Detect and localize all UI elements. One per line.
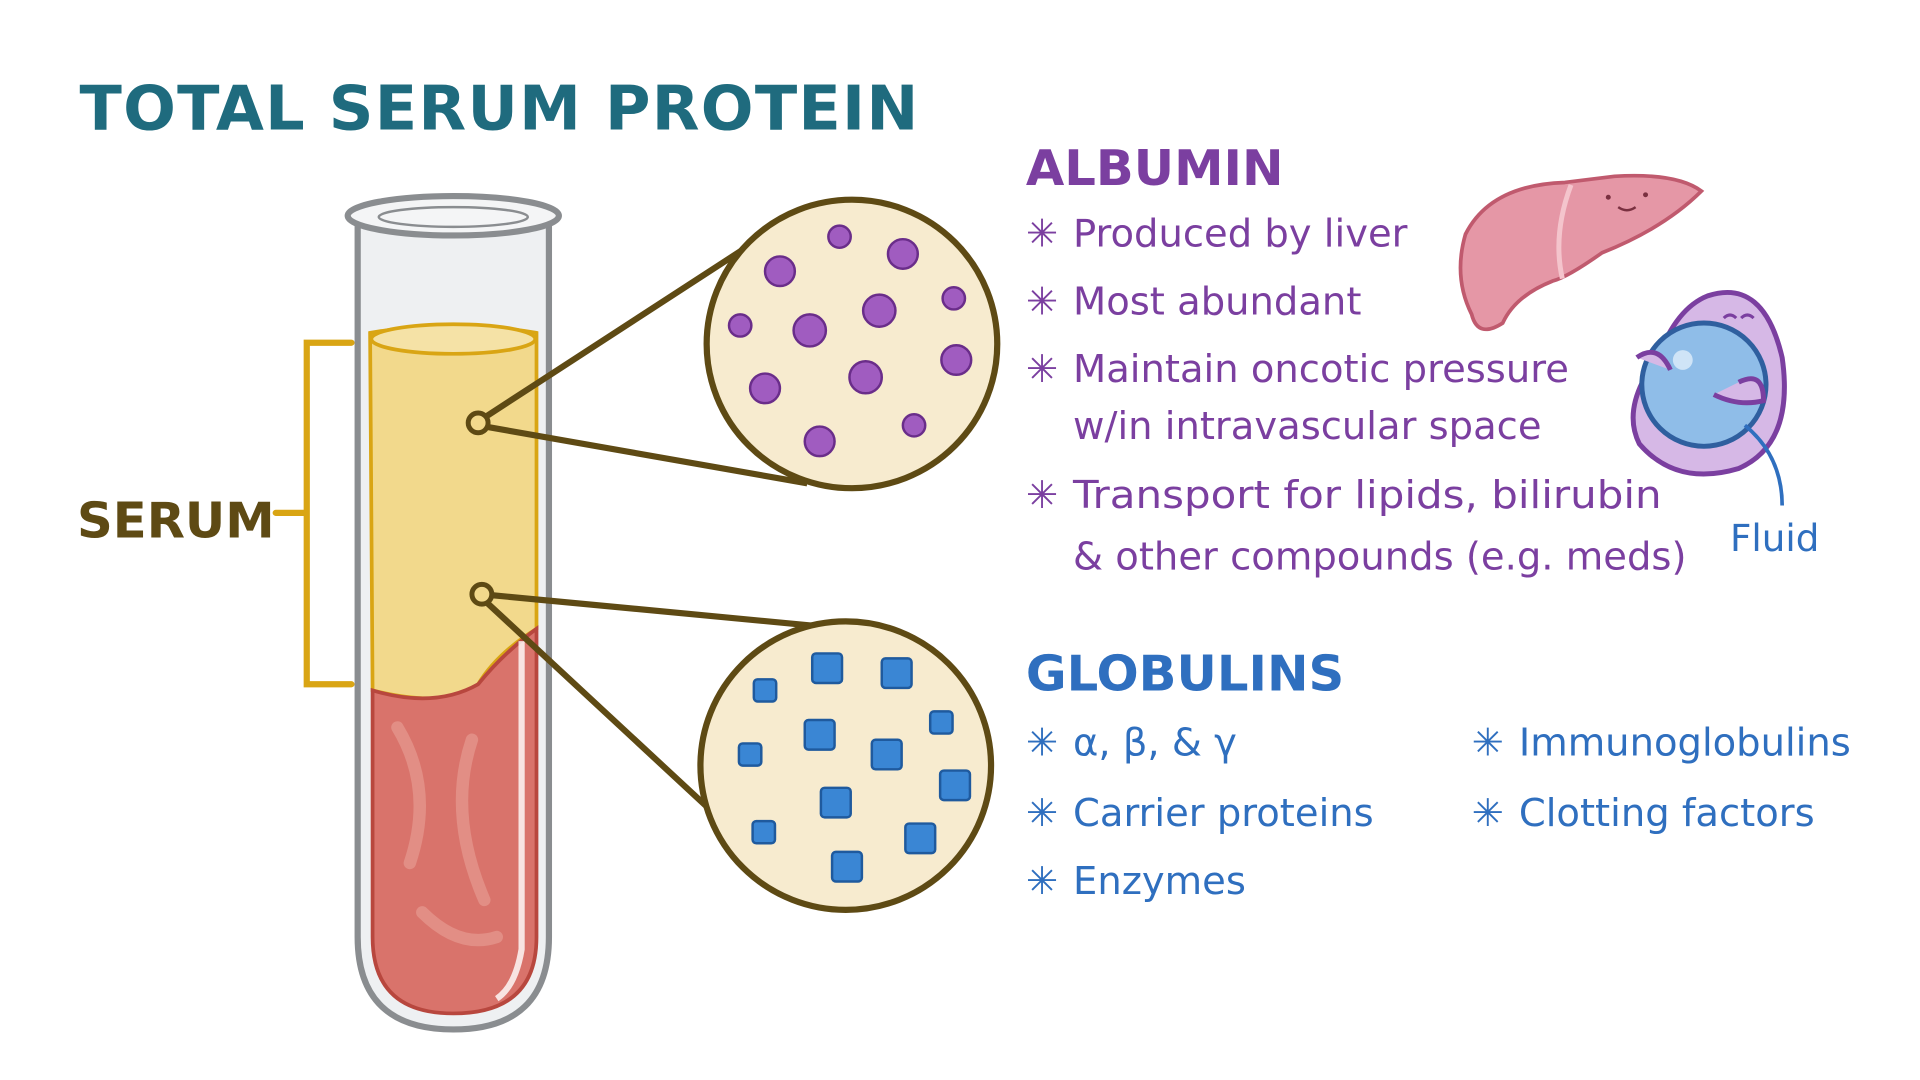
albumin-particle <box>848 360 884 395</box>
albumin-bullet: Produced by liver <box>1073 212 1408 257</box>
serum-bracket <box>272 339 355 688</box>
bullet-asterisk-icon: ✳ <box>1472 721 1504 766</box>
albumin-particle <box>901 413 927 438</box>
globulin-particle <box>928 710 954 735</box>
albumin-bullet: Maintain oncotic pressure <box>1073 347 1569 392</box>
albumin-fluid-icon <box>1630 290 1787 506</box>
liver-icon <box>1458 173 1705 332</box>
globulin-particle <box>938 769 972 802</box>
globulin-bullet: Immunoglobulins <box>1519 721 1851 766</box>
fluid-label: Fluid <box>1730 517 1819 560</box>
albumin-particle <box>763 255 797 288</box>
globulin-bullet: Enzymes <box>1073 859 1246 904</box>
globulin-particle <box>803 718 836 751</box>
bullet-asterisk-icon: ✳ <box>1026 859 1058 904</box>
albumin-particle <box>861 293 897 328</box>
albumin-heading: ALBUMIN <box>1026 139 1284 197</box>
albumin-particle <box>727 313 753 338</box>
albumin-particle <box>827 224 852 250</box>
globulin-particle <box>737 742 763 767</box>
bullet-asterisk-icon: ✳ <box>1472 791 1504 836</box>
albumin-bullet: Transport for lipids, bilirubin <box>1072 473 1662 518</box>
albumin-bullet-cont: & other compounds (e.g. meds) <box>1073 535 1687 580</box>
test-tube <box>344 192 562 1033</box>
albumin-particle <box>941 286 967 311</box>
bullet-asterisk-icon: ✳ <box>1026 721 1058 766</box>
globulin-bullet: Clotting factors <box>1519 791 1815 836</box>
albumin-particle <box>748 372 782 405</box>
globulin-particle <box>830 850 864 883</box>
albumin-particle <box>792 313 828 348</box>
albumin-particle <box>940 343 973 377</box>
globulin-bullet: Carrier proteins <box>1073 791 1374 836</box>
globulin-bullet: α, β, & γ <box>1073 721 1237 766</box>
globulin-particle <box>751 819 777 845</box>
globulin-particle <box>810 652 844 685</box>
bullet-asterisk-icon: ✳ <box>1026 212 1058 257</box>
globulins-heading: GLOBULINS <box>1026 645 1345 703</box>
bullet-asterisk-icon: ✳ <box>1026 791 1058 836</box>
globulin-particle <box>870 738 903 771</box>
bullet-asterisk-icon: ✳ <box>1026 280 1058 325</box>
albumin-particle <box>886 237 920 270</box>
bullet-asterisk-icon: ✳ <box>1026 473 1058 518</box>
albumin-bullet-cont: w/in intravascular space <box>1073 404 1542 449</box>
globulin-magnifier <box>469 581 995 913</box>
page-title: TOTAL SERUM PROTEIN <box>79 73 919 145</box>
albumin-bullet: Most abundant <box>1073 280 1361 325</box>
serum-label: SERUM <box>77 492 275 550</box>
bullet-asterisk-icon: ✳ <box>1026 347 1058 392</box>
globulin-particle <box>752 678 778 703</box>
globulin-particle <box>880 657 913 690</box>
globulin-particle <box>819 786 852 819</box>
globulin-particle <box>904 822 937 855</box>
albumin-magnifier <box>465 196 1001 492</box>
albumin-particle <box>803 425 836 458</box>
